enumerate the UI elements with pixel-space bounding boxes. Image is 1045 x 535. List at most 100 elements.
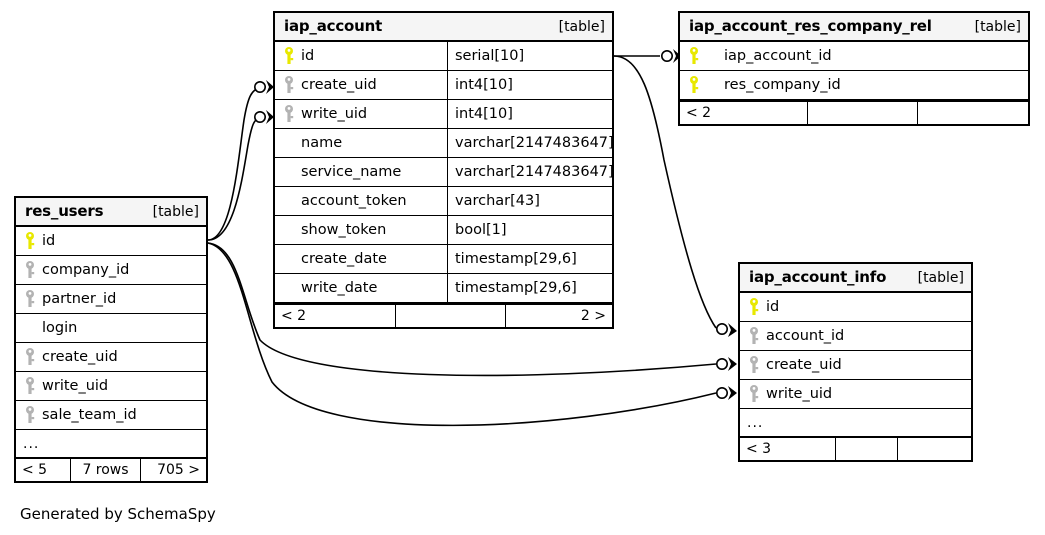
table-row[interactable]: id serial[10] bbox=[275, 42, 612, 71]
entity-header: iap_account_info [table] bbox=[740, 264, 971, 293]
column-name-cell: name bbox=[275, 129, 447, 157]
entity-header: iap_account [table] bbox=[275, 13, 612, 42]
footer-row-count bbox=[395, 305, 505, 327]
table-row[interactable]: company_id bbox=[16, 256, 206, 285]
table-row[interactable]: write_date timestamp[29,6] bbox=[275, 274, 612, 303]
table-row[interactable]: service_name varchar[2147483647] bbox=[275, 158, 612, 187]
entity-iap-account-info[interactable]: iap_account_info [table] id account_id bbox=[738, 262, 973, 462]
entity-type-tag: [table] bbox=[974, 18, 1021, 35]
table-row[interactable]: create_uid bbox=[740, 351, 971, 380]
table-row[interactable]: account_id bbox=[740, 322, 971, 351]
edge-iap-account-id-to-iap-account-info-account-id bbox=[613, 55, 717, 329]
column-name: write_uid bbox=[42, 377, 109, 394]
column-name: res_company_id bbox=[724, 76, 841, 93]
column-name-cell: company_id bbox=[16, 256, 206, 284]
column-name: company_id bbox=[42, 261, 130, 278]
column-name-cell: iap_account_id bbox=[680, 42, 1028, 70]
column-name: id bbox=[42, 232, 56, 249]
table-row[interactable]: create_uid int4[10] bbox=[275, 71, 612, 100]
footer-next-count[interactable] bbox=[897, 438, 971, 460]
table-row[interactable]: write_uid bbox=[740, 380, 971, 409]
column-name-cell: create_uid bbox=[275, 71, 447, 99]
table-row[interactable]: login bbox=[16, 314, 206, 343]
entity-footer: < 2 bbox=[680, 100, 1028, 124]
column-type-cell: varchar[2147483647] bbox=[447, 158, 612, 186]
table-row[interactable]: id bbox=[16, 227, 206, 256]
footer-prev-count[interactable]: < 3 bbox=[746, 441, 772, 457]
footer-row-count: 7 rows bbox=[70, 459, 140, 481]
column-name: show_token bbox=[301, 221, 387, 238]
column-name: id bbox=[766, 298, 780, 315]
table-row[interactable]: create_uid bbox=[16, 343, 206, 372]
column-type-cell: varchar[2147483647] bbox=[447, 129, 612, 157]
column-name: iap_account_id bbox=[724, 47, 832, 64]
primary-key-icon bbox=[750, 298, 759, 315]
column-name: name bbox=[301, 134, 343, 151]
entity-res-users[interactable]: res_users [table] id company_id bbox=[14, 196, 208, 483]
primary-key-icon bbox=[690, 76, 699, 93]
table-row[interactable]: create_date timestamp[29,6] bbox=[275, 245, 612, 274]
foreign-key-icon bbox=[26, 348, 35, 365]
entity-footer: < 3 bbox=[740, 436, 971, 460]
column-name: write_date bbox=[301, 279, 378, 296]
footer-next-count[interactable] bbox=[917, 102, 1028, 124]
column-type: varchar[2147483647] bbox=[455, 134, 612, 151]
column-type: timestamp[29,6] bbox=[455, 279, 577, 296]
entity-type-tag: [table] bbox=[917, 269, 964, 286]
column-name: login bbox=[42, 319, 78, 336]
edge-res-users-id-to-iap-account-info-write-uid bbox=[207, 242, 717, 427]
table-row[interactable]: write_uid int4[10] bbox=[275, 100, 612, 129]
table-row[interactable]: write_uid bbox=[16, 372, 206, 401]
entity-type-tag: [table] bbox=[152, 203, 199, 220]
column-name-cell: create_date bbox=[275, 245, 447, 273]
column-name: sale_team_id bbox=[42, 406, 137, 423]
primary-key-icon bbox=[26, 232, 35, 249]
footer-prev-count[interactable]: < 5 bbox=[22, 462, 48, 478]
table-row[interactable]: res_company_id bbox=[680, 71, 1028, 100]
column-name-cell: id bbox=[275, 42, 447, 70]
column-name-cell: sale_team_id bbox=[16, 401, 206, 429]
foreign-key-icon bbox=[285, 76, 294, 93]
foreign-key-icon bbox=[750, 385, 759, 402]
footer-prev-count[interactable]: < 2 bbox=[686, 105, 712, 121]
table-row[interactable]: partner_id bbox=[16, 285, 206, 314]
entity-iap-account[interactable]: iap_account [table] id serial[10] bbox=[273, 11, 614, 329]
entity-iap-account-res-company-rel[interactable]: iap_account_res_company_rel [table] iap_… bbox=[678, 11, 1030, 126]
column-name-cell: account_token bbox=[275, 187, 447, 215]
entity-header: iap_account_res_company_rel [table] bbox=[680, 13, 1028, 42]
column-name-cell: partner_id bbox=[16, 285, 206, 313]
primary-key-icon bbox=[285, 47, 294, 64]
column-type-cell: timestamp[29,6] bbox=[447, 245, 612, 273]
column-name-cell: id bbox=[16, 227, 206, 255]
edge-terminators bbox=[254, 49, 737, 400]
table-row[interactable]: account_token varchar[43] bbox=[275, 187, 612, 216]
footer-next-count[interactable]: 2 > bbox=[505, 305, 612, 327]
primary-key-icon bbox=[690, 47, 699, 64]
column-name-cell: create_uid bbox=[740, 351, 971, 379]
entity-title: iap_account_res_company_rel bbox=[689, 17, 932, 35]
column-name-cell: login bbox=[16, 314, 206, 342]
column-name-cell: write_uid bbox=[16, 372, 206, 400]
table-row[interactable]: iap_account_id bbox=[680, 42, 1028, 71]
table-row[interactable]: name varchar[2147483647] bbox=[275, 129, 612, 158]
table-row[interactable]: sale_team_id bbox=[16, 401, 206, 430]
column-name: write_uid bbox=[301, 105, 368, 122]
edge-res-users-id-to-iap-account-write-uid bbox=[207, 117, 260, 241]
entity-title: res_users bbox=[25, 202, 104, 220]
entity-title: iap_account bbox=[284, 17, 383, 35]
table-row[interactable]: id bbox=[740, 293, 971, 322]
column-name-cell: write_uid bbox=[740, 380, 971, 408]
column-name-cell: show_token bbox=[275, 216, 447, 244]
column-type-cell: int4[10] bbox=[447, 100, 612, 128]
entity-header: res_users [table] bbox=[16, 198, 206, 227]
column-type-cell: int4[10] bbox=[447, 71, 612, 99]
column-type: varchar[2147483647] bbox=[455, 163, 612, 180]
table-row[interactable]: show_token bool[1] bbox=[275, 216, 612, 245]
entity-footer: < 2 2 > bbox=[275, 303, 612, 327]
foreign-key-icon bbox=[26, 377, 35, 394]
column-type-cell: serial[10] bbox=[447, 42, 612, 70]
footer-next-count[interactable]: 705 > bbox=[140, 459, 206, 481]
footer-prev-count[interactable]: < 2 bbox=[281, 308, 307, 324]
column-name: account_id bbox=[766, 327, 845, 344]
